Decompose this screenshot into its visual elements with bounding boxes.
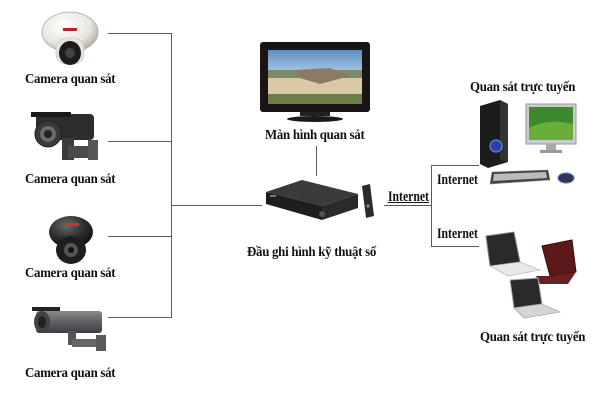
monitor-to-recorder-link xyxy=(316,146,317,176)
camera-3 xyxy=(43,212,99,266)
camera-1-label: Camera quan sát xyxy=(25,72,116,87)
dome-camera-black-icon xyxy=(49,216,93,264)
recorder xyxy=(262,178,382,233)
bullet-camera-grey-icon xyxy=(32,307,106,351)
desktop-computer-icon xyxy=(480,100,577,185)
recorder-to-internet-link xyxy=(384,205,432,206)
monitor-label: Màn hình quan sát xyxy=(265,128,365,143)
camera-3-label: Camera quan sát xyxy=(25,266,116,281)
internet-label-laptops: Internet xyxy=(437,226,478,242)
internet-branch-bus xyxy=(431,165,432,247)
camera-bus xyxy=(171,33,172,318)
camera-4-link xyxy=(108,317,172,318)
camera-2 xyxy=(28,110,106,168)
camera-1-link xyxy=(108,33,172,34)
internet-to-pc-link xyxy=(431,165,479,166)
internet-label-pc: Internet xyxy=(437,172,478,188)
recorder-label: Đầu ghi hình kỹ thuật số xyxy=(247,245,377,260)
dome-camera-white-icon xyxy=(41,11,99,65)
pc-client-label: Quan sát trực tuyến xyxy=(470,80,576,95)
internet-to-laptops-link xyxy=(431,246,479,247)
bullet-camera-black-icon xyxy=(31,112,98,160)
camera-to-recorder-link xyxy=(171,205,262,206)
laptops-client xyxy=(480,231,595,322)
tv-monitor-icon xyxy=(260,42,370,122)
laptops-icon xyxy=(485,231,577,319)
camera-2-link xyxy=(108,141,172,142)
camera-2-label: Camera quan sát xyxy=(25,172,116,187)
camera-4-label: Camera quan sát xyxy=(25,366,116,381)
camera-4 xyxy=(28,305,113,355)
pc-client xyxy=(478,100,588,190)
camera-1 xyxy=(35,8,105,68)
laptops-client-label: Quan sát trực tuyến xyxy=(480,330,586,345)
camera-3-link xyxy=(108,236,172,237)
dvr-recorder-icon xyxy=(266,180,374,220)
internet-label-main: Internet xyxy=(388,189,429,205)
monitor xyxy=(260,42,370,122)
